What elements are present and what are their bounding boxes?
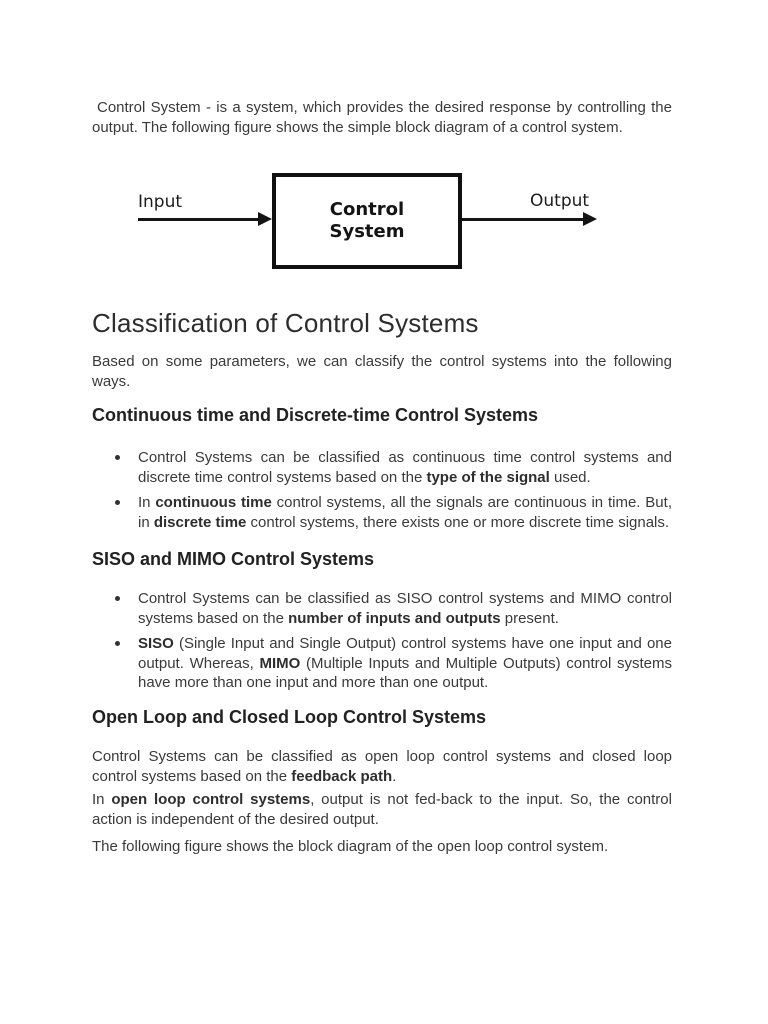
continuous-discrete-list: Control Systems can be classified as con… <box>92 448 672 532</box>
heading-open-closed-loop: Open Loop and Closed Loop Control System… <box>92 707 487 727</box>
list-item: SISO (Single Input and Single Output) co… <box>92 634 672 693</box>
classification-intro-paragraph: Based on some parameters, we can classif… <box>92 353 672 390</box>
open-closed-paragraph-3: The following figure shows the block dia… <box>92 838 609 855</box>
heading-continuous-discrete: Continuous time and Discrete-time Contro… <box>92 405 539 425</box>
list-item: Control Systems can be classified as SIS… <box>92 589 672 628</box>
output-arrowhead-icon <box>583 212 597 226</box>
box-label-line2: System <box>329 221 405 242</box>
diagram-output-label: Output <box>530 191 590 211</box>
siso-mimo-list: Control Systems can be classified as SIS… <box>92 589 672 693</box>
input-arrow-line <box>138 218 258 221</box>
list-item: Control Systems can be classified as con… <box>92 448 672 487</box>
document-content: Control System - is a system, which prov… <box>92 0 672 1024</box>
heading-siso-mimo: SISO and MIMO Control Systems <box>92 549 375 569</box>
control-system-box: Control System <box>272 173 462 269</box>
output-arrow-line <box>462 218 583 221</box>
input-arrowhead-icon <box>258 212 272 226</box>
box-label-line1: Control <box>329 199 405 220</box>
intro-paragraph: Control System - is a system, which prov… <box>92 99 672 136</box>
heading-classification: Classification of Control Systems <box>92 308 479 338</box>
diagram-input-label: Input <box>138 192 183 212</box>
open-closed-paragraph-2: In open loop control systems, output is … <box>92 791 672 828</box>
open-closed-paragraph-1: Control Systems can be classified as ope… <box>92 748 672 785</box>
control-system-block-diagram: Input Control System Output <box>92 173 672 269</box>
list-item: In continuous time control systems, all … <box>92 493 672 532</box>
